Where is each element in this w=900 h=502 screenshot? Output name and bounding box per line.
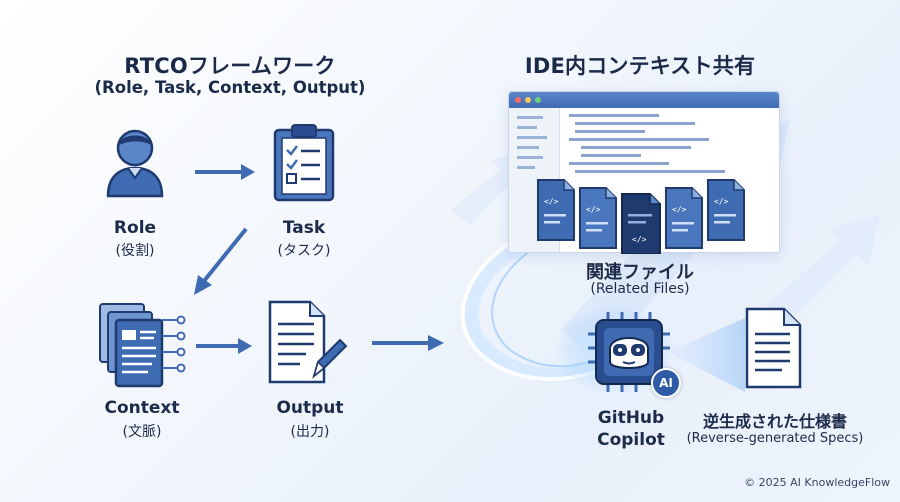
context-sub-label: (文脈) <box>122 424 162 440</box>
code-file-icon: </> <box>579 187 617 249</box>
person-icon <box>106 129 164 198</box>
svg-text:</>: </> <box>714 197 729 206</box>
rtco-subtitle: (Role, Task, Context, Output) <box>94 78 366 97</box>
document-icon <box>745 307 802 389</box>
arrow-icon <box>372 335 444 351</box>
output-sub-label: (出力) <box>290 424 330 440</box>
task-label: Task <box>282 218 326 238</box>
copyright-text: © 2025 AI KnowledgeFlow <box>744 476 890 489</box>
stacked-documents-icon <box>99 303 186 388</box>
svg-text:</>: </> <box>672 205 687 214</box>
context-label: Context <box>104 398 180 418</box>
arrow-icon <box>195 164 255 180</box>
code-file-icon: </> <box>707 179 745 241</box>
task-sub-label: (タスク) <box>277 243 331 259</box>
document-pencil-icon <box>268 300 348 384</box>
output-label: Output <box>276 398 344 418</box>
role-label: Role <box>113 218 157 238</box>
code-lines-decoration <box>517 114 725 173</box>
arrow-icon <box>196 338 252 354</box>
svg-text:</>: </> <box>632 235 647 244</box>
arrow-icon <box>194 227 248 295</box>
ide-title-bar <box>509 92 779 108</box>
specs-label: 逆生成された仕様書 <box>702 412 847 431</box>
code-file-icon: </> <box>621 193 661 254</box>
related-files-label: 関連ファイル <box>586 262 694 283</box>
copilot-label-line2: Copilot <box>597 430 665 450</box>
specs-sub-label: (Reverse-generated Specs) <box>686 431 864 446</box>
code-files-group: </> </> </> </> </> <box>537 179 745 254</box>
ai-badge: AI <box>651 368 681 398</box>
svg-text:</>: </> <box>544 197 559 206</box>
code-file-icon: </> <box>537 179 575 241</box>
svg-text:</>: </> <box>586 205 601 214</box>
rtco-title: RTCOフレームワーク <box>124 54 336 78</box>
related-files-sub-label: (Related Files) <box>590 281 690 297</box>
code-file-icon: </> <box>665 187 703 249</box>
copilot-label-line1: GitHub <box>597 408 665 428</box>
ai-robot-chip-icon <box>588 312 670 392</box>
clipboard-checklist-icon <box>273 124 335 202</box>
ide-context-title: IDE内コンテキスト共有 <box>524 54 756 78</box>
role-sub-label: (役割) <box>115 243 155 259</box>
